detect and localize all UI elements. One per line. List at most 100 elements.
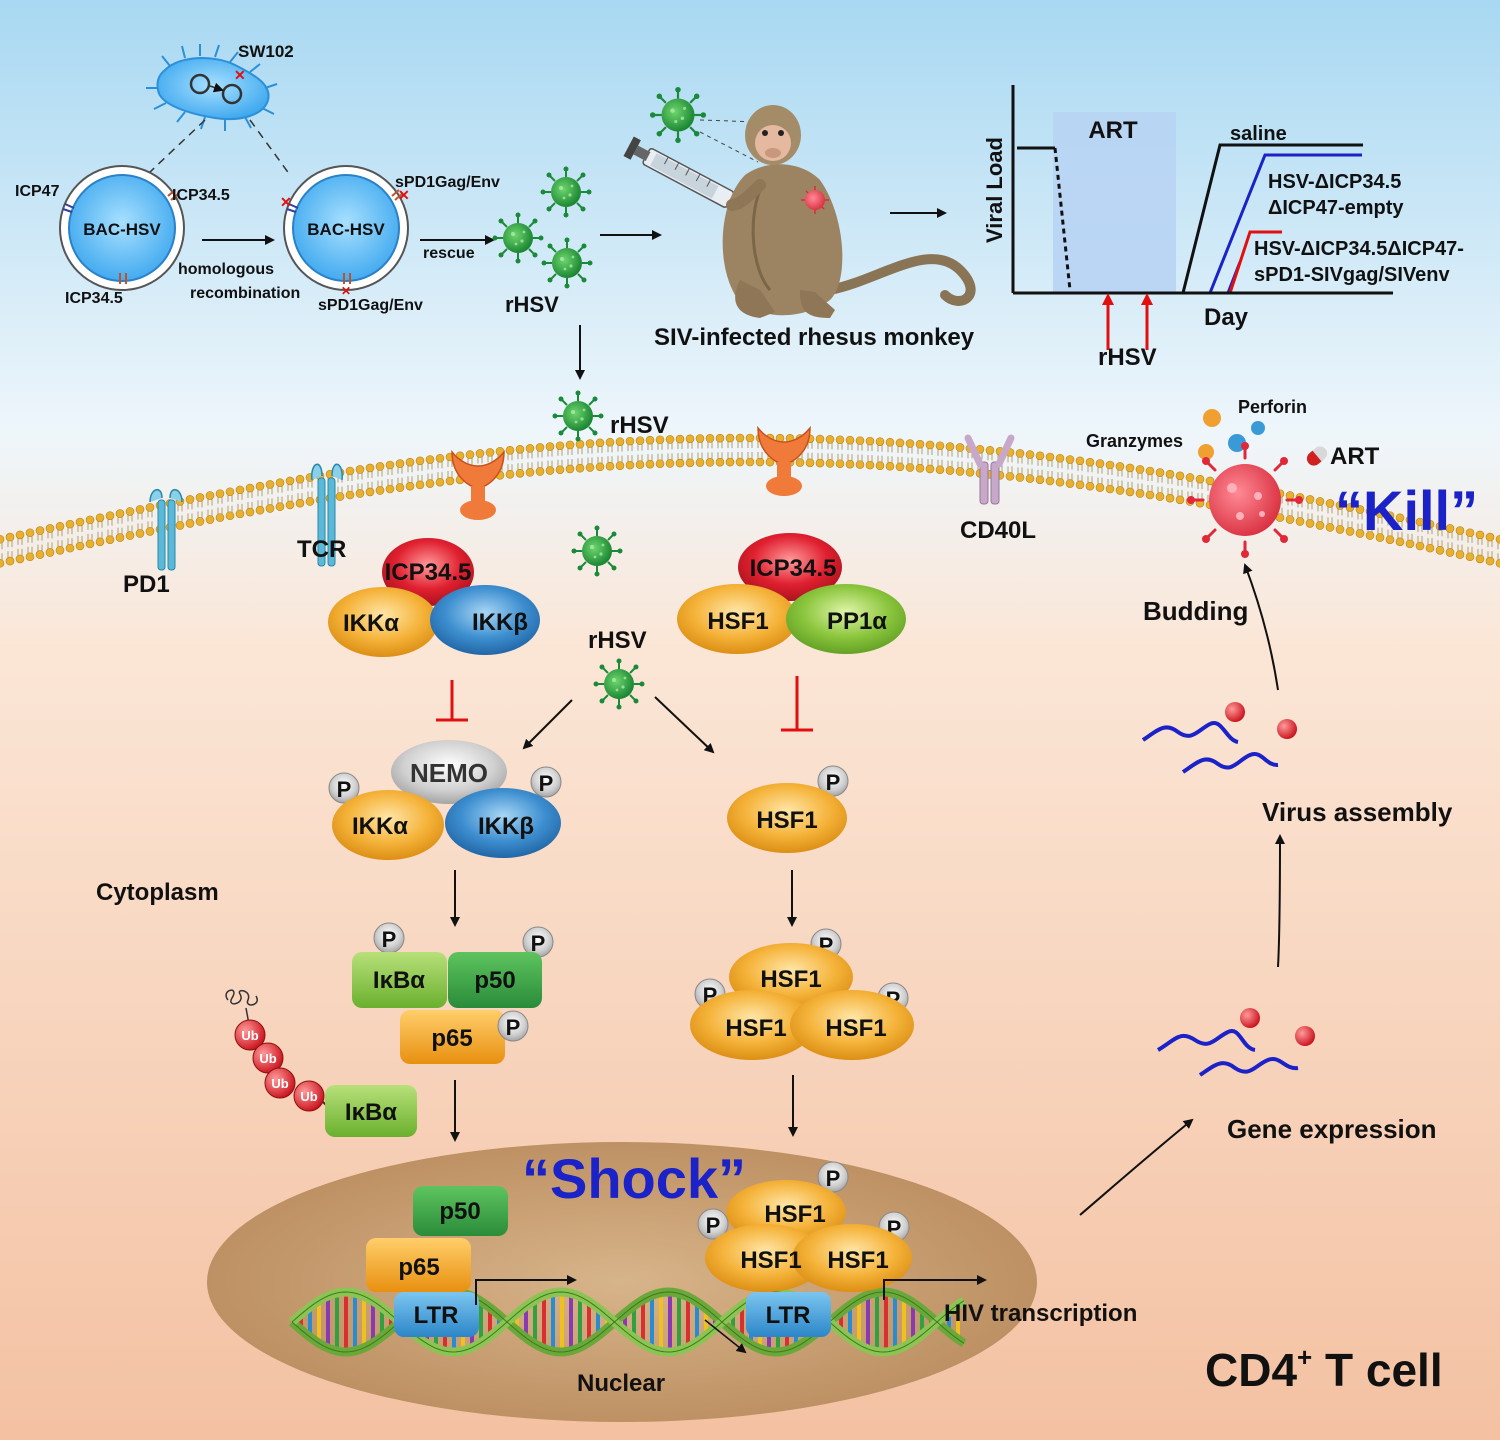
pd1-receptor (149, 489, 183, 571)
lipid-head-outer (875, 437, 885, 446)
lipid-head-outer (485, 448, 495, 457)
icp345-complex-left (382, 538, 474, 606)
transcription-to-expression-arrow (1079, 1118, 1194, 1216)
ltr-right-label: LTR (766, 1302, 811, 1329)
lipid-head-outer (1025, 450, 1035, 459)
lipid-head-outer (695, 434, 705, 443)
lipid-head-inner (1085, 481, 1095, 491)
hsf1-phospho-label: HSF1 (756, 807, 817, 834)
chart-rhsv-label: rHSV (1098, 344, 1157, 371)
lipid-head-outer (5, 532, 15, 542)
lipid-head-inner (515, 469, 525, 478)
nemo-protein (391, 740, 507, 804)
chart-ylabel: Viral Load (982, 137, 1007, 243)
p-label-hsf1-single: P (826, 770, 841, 795)
lipid-head-inner (425, 479, 435, 488)
lipid-head-inner (185, 519, 195, 528)
lipid-head-outer (75, 517, 85, 527)
lipid-head-outer (1085, 457, 1095, 467)
lipid-head-inner (395, 483, 405, 492)
lipid-head-outer (1105, 460, 1115, 470)
lipid-head-inner (635, 460, 645, 469)
ikka-top-label: IKKα (343, 610, 399, 637)
lipid-head-inner (35, 550, 45, 559)
lipid-head-outer (1095, 459, 1105, 468)
cell-type-superscript: + (1297, 1342, 1312, 1372)
dna-helix (289, 1287, 967, 1357)
lipid-head-outer (845, 435, 855, 445)
lipid-head-outer (575, 439, 585, 449)
lipid-head-inner (665, 459, 675, 468)
svg-text:✕: ✕ (398, 187, 410, 203)
hsf1-nuclear-left-label: HSF1 (740, 1247, 801, 1274)
bac-plasmid-left (59, 165, 185, 291)
lipid-head-outer (535, 443, 545, 452)
lipid-head-inner (1175, 495, 1185, 505)
lipid-head-outer (1065, 455, 1075, 464)
chart-art-label: ART (1088, 117, 1138, 144)
hsf1-trimer-top-label: HSF1 (760, 966, 821, 993)
lipid-head-outer (855, 436, 865, 445)
ikba-box-complex (352, 952, 447, 1008)
saline-rebound-line (1181, 143, 1363, 294)
hsf1-top-label: HSF1 (707, 608, 768, 635)
lipid-head-outer (895, 438, 905, 448)
lipid-head-outer (935, 441, 945, 451)
lipid-head-inner (575, 463, 585, 473)
lipid-head-outer (385, 460, 395, 470)
lipid-head-inner (45, 548, 55, 557)
lipid-head-inner (1465, 552, 1475, 562)
lipid-head-inner (25, 552, 35, 562)
cd40l-label: CD40L (960, 517, 1036, 544)
lipid-head-inner (645, 459, 655, 469)
chart-sv-label-2: sPD1-SIVgag/SIVenv (1254, 264, 1451, 286)
lipid-head-inner (1355, 529, 1365, 538)
lipid-head-outer (565, 440, 575, 450)
lipid-head-outer (145, 503, 155, 512)
cell-type-main: CD4 (1205, 1344, 1297, 1396)
lipid-head-inner (125, 531, 135, 540)
cell-type-label: CD4+ T cell (1205, 1342, 1443, 1396)
lipid-head-inner (85, 539, 95, 549)
cytoplasm-virus-2 (592, 657, 646, 711)
lipid-head-outer (285, 476, 295, 486)
lipid-head-inner (755, 457, 765, 467)
lipid-head-inner (415, 480, 425, 490)
lipid-head-outer (595, 438, 605, 448)
lipid-head-outer (35, 526, 45, 535)
lipid-head-outer (645, 435, 655, 445)
infected-cell-kill (1187, 442, 1303, 558)
lipid-head-outer (1075, 456, 1085, 466)
lipid-head-outer (125, 507, 135, 516)
tcr-receptor (311, 463, 343, 567)
lipid-head-inner (845, 459, 855, 469)
lipid-head-outer (65, 519, 75, 529)
inhibition-mark-left (436, 680, 468, 722)
cytoplasm-label: Cytoplasm (96, 879, 219, 906)
lipid-head-inner (1145, 490, 1155, 500)
lipid-head-inner (305, 497, 315, 506)
lipid-head-inner (925, 464, 935, 474)
homologous-label: homologous (178, 261, 274, 278)
lipid-head-inner (1045, 476, 1055, 486)
p50-complex-label: p50 (474, 967, 515, 994)
lipid-head-outer (1035, 451, 1045, 461)
lipid-head-inner (1445, 548, 1455, 557)
lipid-head-inner (615, 461, 625, 470)
viral-load-art-decline (1053, 147, 1072, 291)
lipid-head-outer (185, 495, 195, 504)
sv-rebound-red-line (1228, 230, 1282, 294)
lipid-head-inner (335, 492, 345, 501)
lipid-head-inner (1035, 475, 1045, 485)
ubiquitin-label: Ub (300, 1089, 317, 1104)
shock-label: “Shock” (522, 1147, 746, 1210)
lipid-head-outer (95, 513, 105, 523)
lipid-head-inner (55, 545, 65, 555)
lipid-head-outer (915, 439, 925, 449)
p65-nuclear-label: p65 (398, 1254, 439, 1281)
lipid-head-inner (1395, 537, 1405, 547)
lipid-head-inner (285, 500, 295, 510)
lipid-head-outer (1135, 465, 1145, 474)
lipid-head-outer (815, 434, 825, 444)
lipid-head-inner (905, 463, 915, 472)
